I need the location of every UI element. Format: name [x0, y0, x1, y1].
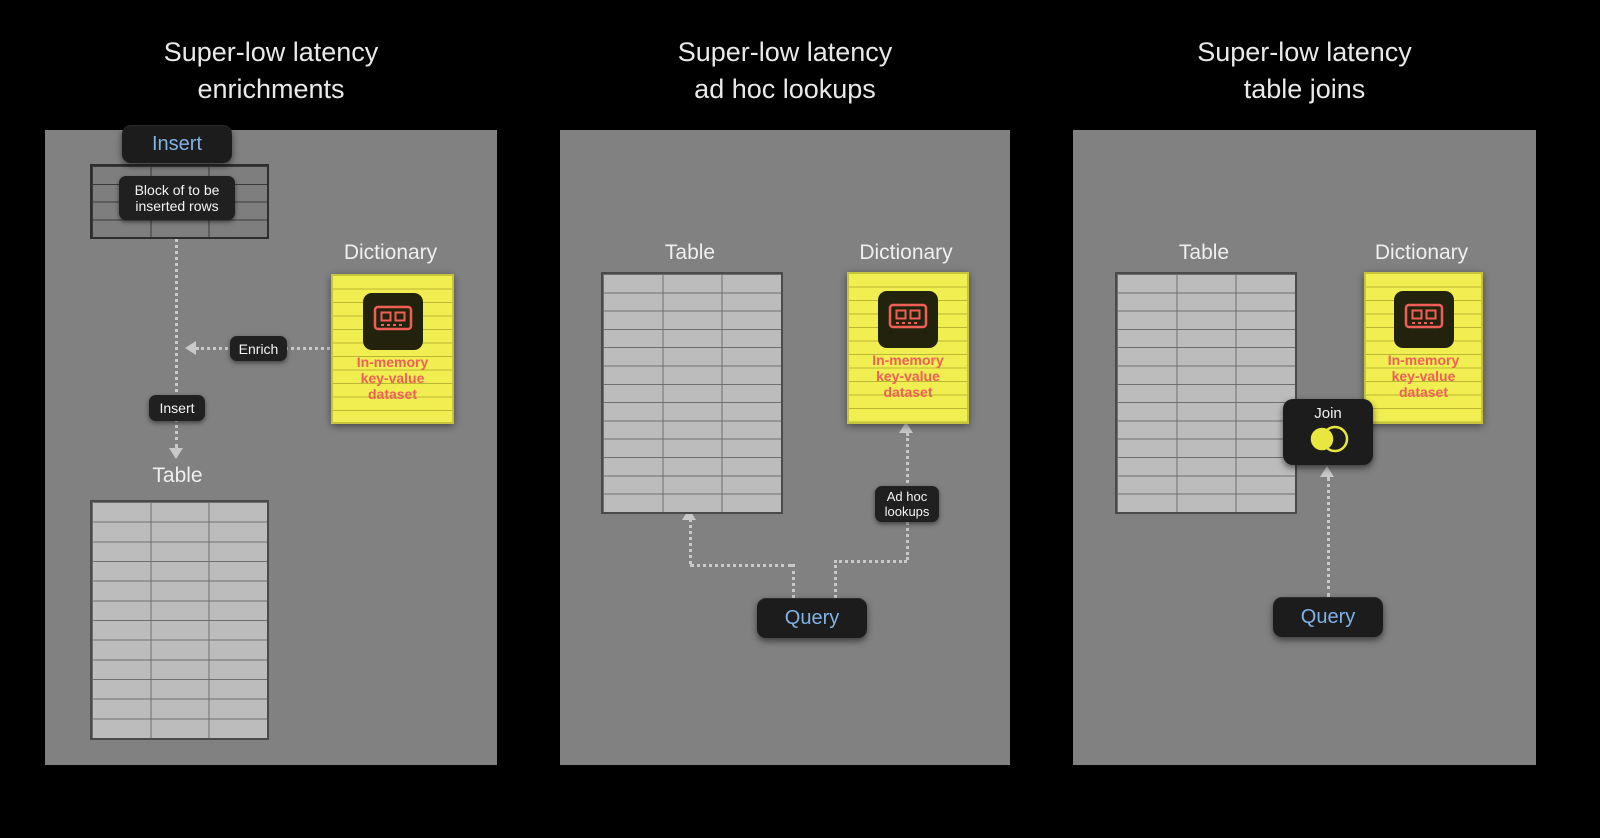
memory-chip-icon [373, 303, 413, 340]
dictionary-card: In-memory key-value dataset [331, 274, 454, 424]
table-label: Table [664, 241, 716, 264]
memory-chip-icon [1404, 301, 1444, 338]
title-enrichments-line1: Super-low latency [163, 37, 379, 67]
memory-chip-tile [878, 291, 938, 348]
title-table-joins-line2: table joins [1243, 74, 1366, 104]
memory-chip-tile [362, 293, 423, 350]
dictionary-card: In-memory key-value dataset [847, 272, 969, 424]
join-arrowhead [1320, 466, 1334, 477]
dictionary-label: Dictionary [859, 241, 953, 264]
lookup-table [601, 272, 783, 514]
query-branch-to-table [690, 564, 792, 567]
insert-flow-arrowhead [169, 448, 183, 459]
dictionary-text: In-memory key-value dataset [872, 352, 944, 400]
join-label: Join [1314, 404, 1342, 422]
memory-chip-icon [888, 301, 928, 338]
venn-diagram-icon [1304, 423, 1352, 460]
title-table-joins-line1: Super-low latency [1197, 37, 1412, 67]
insert-button: Insert [122, 125, 232, 163]
insert-flow-line [175, 238, 178, 448]
dictionary-text: In-memory key-value dataset [356, 354, 429, 402]
query-button: Query [757, 598, 867, 638]
table-arrowhead [682, 509, 696, 520]
title-adhoc-lookups-line2: ad hoc lookups [694, 74, 876, 104]
query-branch-to-dictionary [834, 560, 907, 563]
memory-chip-tile [1393, 291, 1454, 348]
query-stem-left [792, 564, 795, 598]
title-enrichments: Super-low latency enrichments [45, 34, 497, 108]
join-badge: Join [1283, 399, 1373, 465]
insert-block-label: Block of to be inserted rows [119, 176, 235, 220]
panel-enrichments: Insert Block of to be inserted rows Enri… [45, 125, 497, 765]
query-riser-to-table [689, 519, 692, 564]
dictionary-label: Dictionary [1374, 241, 1469, 264]
table-label: Table [1178, 241, 1230, 264]
dictionary-card: In-memory key-value dataset [1364, 272, 1483, 424]
dictionary-text: In-memory key-value dataset [1387, 352, 1460, 400]
panel-adhoc-lookups: Table Dictionary In-memory key-value dat… [560, 130, 1010, 765]
dictionary-label: Dictionary [343, 241, 438, 264]
insert-arrow-label: Insert [149, 395, 205, 421]
table-label: Table [152, 464, 203, 487]
title-adhoc-lookups: Super-low latency ad hoc lookups [560, 34, 1010, 108]
title-adhoc-lookups-line1: Super-low latency [677, 37, 893, 67]
query-to-join-line [1327, 477, 1330, 597]
query-stem-right [834, 560, 837, 598]
adhoc-lookups-label: Ad hoc lookups [875, 486, 939, 522]
enrich-label: Enrich [230, 336, 287, 361]
destination-table [90, 500, 269, 740]
join-table [1115, 272, 1297, 514]
title-table-joins: Super-low latency table joins [1073, 34, 1536, 108]
title-enrichments-line2: enrichments [197, 74, 345, 104]
enrich-flow-arrowhead [185, 341, 196, 355]
dictionary-arrowhead [899, 422, 913, 433]
query-button: Query [1273, 597, 1383, 637]
panel-table-joins: Table Dictionary In-memory key-value dat… [1073, 130, 1536, 765]
